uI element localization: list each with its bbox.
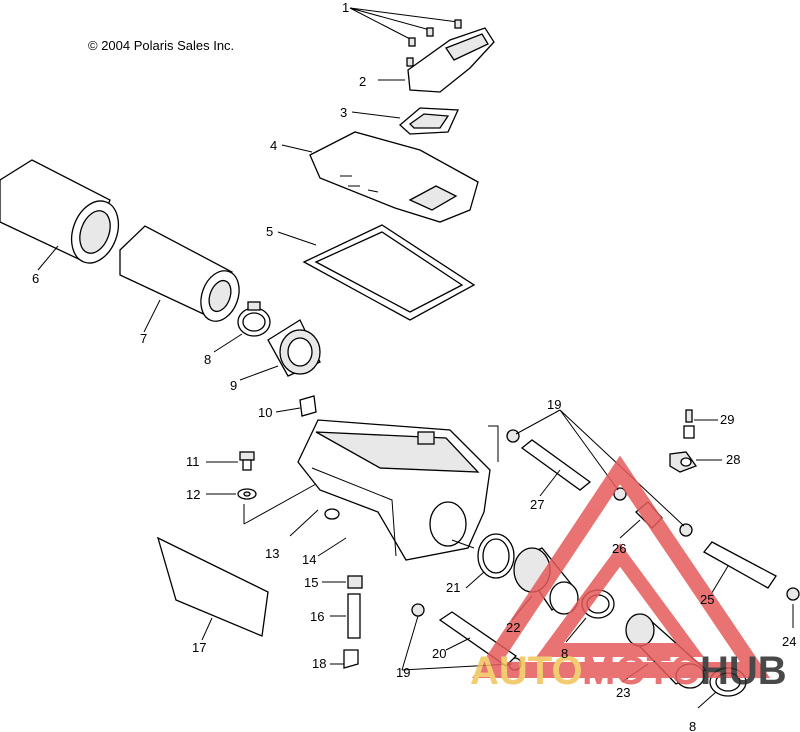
watermark-auto: AUTO [470, 649, 583, 693]
part-2-intake-duct [378, 27, 495, 93]
callout-23: 23 [616, 685, 630, 700]
callout-12: 12 [186, 487, 200, 502]
part-28-grommet [669, 451, 722, 473]
copyright-text: © 2004 Polaris Sales Inc. [88, 38, 234, 53]
part-29-vent [683, 409, 718, 439]
watermark-triangle-outer [472, 455, 771, 678]
part-21-oring [465, 533, 515, 589]
callout-26: 26 [612, 541, 626, 556]
callout-7: 7 [140, 331, 147, 346]
part-14-airbox [289, 419, 499, 561]
callout-20: 20 [432, 646, 446, 661]
part-12-washer [206, 483, 317, 525]
callout-29: 29 [720, 412, 734, 427]
part-27-tube [520, 439, 592, 497]
watermark-moto: MOTO [582, 649, 701, 693]
callout-2: 2 [359, 74, 366, 89]
callout-25: 25 [700, 592, 714, 607]
callout-18: 18 [312, 656, 326, 671]
callout-27: 27 [530, 497, 544, 512]
callout-15: 15 [304, 575, 318, 590]
callout-4: 4 [270, 138, 277, 153]
part-3-seal [351, 107, 459, 135]
callout-8-bottom: 8 [689, 719, 696, 732]
callout-9: 9 [230, 378, 237, 393]
callout-16: 16 [310, 609, 324, 624]
part-24-cap [786, 587, 800, 628]
callout-1: 1 [342, 0, 349, 15]
part-10-clip [275, 395, 317, 417]
callout-8-middle: 8 [561, 646, 568, 661]
callout-14: 14 [302, 552, 316, 567]
part-16-tube [330, 593, 361, 639]
callout-19-top: 19 [547, 397, 561, 412]
callout-21: 21 [446, 580, 460, 595]
part-5-gasket [277, 224, 476, 321]
watermark-logo: AUTO MOTO HUB [470, 455, 787, 693]
callout-10: 10 [258, 405, 272, 420]
callout-3: 3 [340, 105, 347, 120]
part-1-screws [349, 7, 462, 67]
part-17-pad [156, 536, 269, 641]
part-25-tube [703, 541, 777, 597]
watermark-hub: HUB [700, 649, 787, 693]
callout-22: 22 [506, 620, 520, 635]
callout-24: 24 [782, 634, 796, 649]
callout-17: 17 [192, 640, 206, 655]
callout-19-bottom: 19 [396, 665, 410, 680]
part-18-drain [330, 649, 359, 669]
part-11-bolt [206, 451, 255, 471]
callout-11: 11 [186, 454, 200, 469]
part-7-inner-filter [119, 225, 240, 333]
part-4-airbox-cover [281, 131, 479, 223]
callout-8-top: 8 [204, 352, 211, 367]
callout-28: 28 [726, 452, 740, 467]
part-6-outer-filter [0, 159, 120, 271]
watermark-triangle-inner [536, 543, 704, 657]
part-15-cap [322, 575, 363, 589]
part-8-clamp-top [213, 301, 271, 353]
part-9-coupler [239, 319, 321, 381]
callout-6: 6 [32, 271, 39, 286]
callout-13: 13 [265, 546, 279, 561]
callout-labels: 1 2 3 4 5 6 7 8 9 10 11 12 13 14 15 16 1… [32, 0, 796, 732]
callout-5: 5 [266, 224, 273, 239]
